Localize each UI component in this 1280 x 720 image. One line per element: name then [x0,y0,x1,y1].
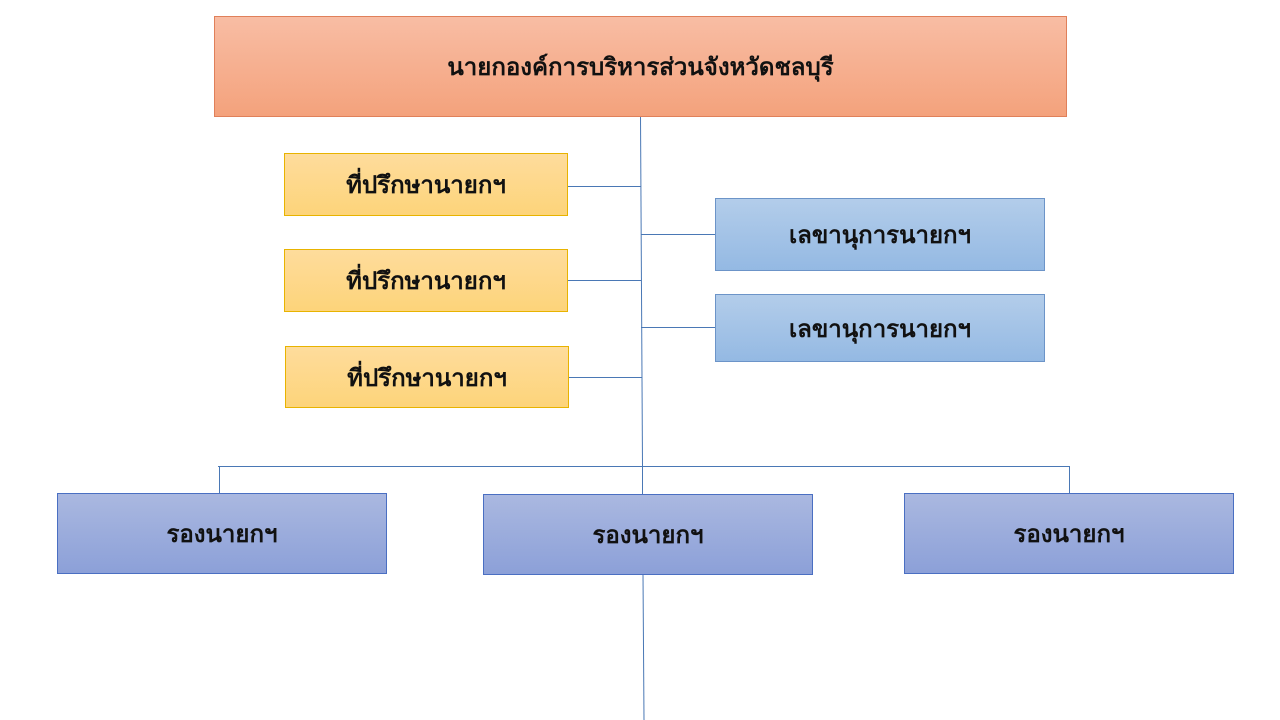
deputy-box-2: รองนายกฯ [483,494,813,575]
advisor-label: ที่ปรึกษานายกฯ [346,171,506,199]
advisor-box-2: ที่ปรึกษานายกฯ [284,249,568,312]
advisor-label: ที่ปรึกษานายกฯ [346,267,506,295]
advisor-box-3: ที่ปรึกษานายกฯ [285,346,569,408]
deputy-label: รองนายกฯ [592,521,704,549]
deputy-box-3: รองนายกฯ [904,493,1234,574]
deputy-label: รองนายกฯ [1013,520,1125,548]
lower-trunk-line [642,573,645,720]
mayor-box: นายกองค์การบริหารส่วนจังหวัดชลบุรี [214,16,1067,117]
advisor-label: ที่ปรึกษานายกฯ [347,363,507,392]
secretary-box-2: เลขานุการนายกฯ [715,294,1045,362]
main-trunk-line [640,115,643,467]
advisor-box-1: ที่ปรึกษานายกฯ [284,153,568,216]
mayor-label: นายกองค์การบริหารส่วนจังหวัดชลบุรี [447,53,834,81]
secretary-label: เลขานุการนายกฯ [788,221,972,249]
secretary-label: เลขานุการนายกฯ [788,314,972,343]
deputy-label: รองนายกฯ [166,520,278,548]
deputy-box-1: รองนายกฯ [57,493,387,574]
secretary-box-1: เลขานุการนายกฯ [715,198,1045,271]
